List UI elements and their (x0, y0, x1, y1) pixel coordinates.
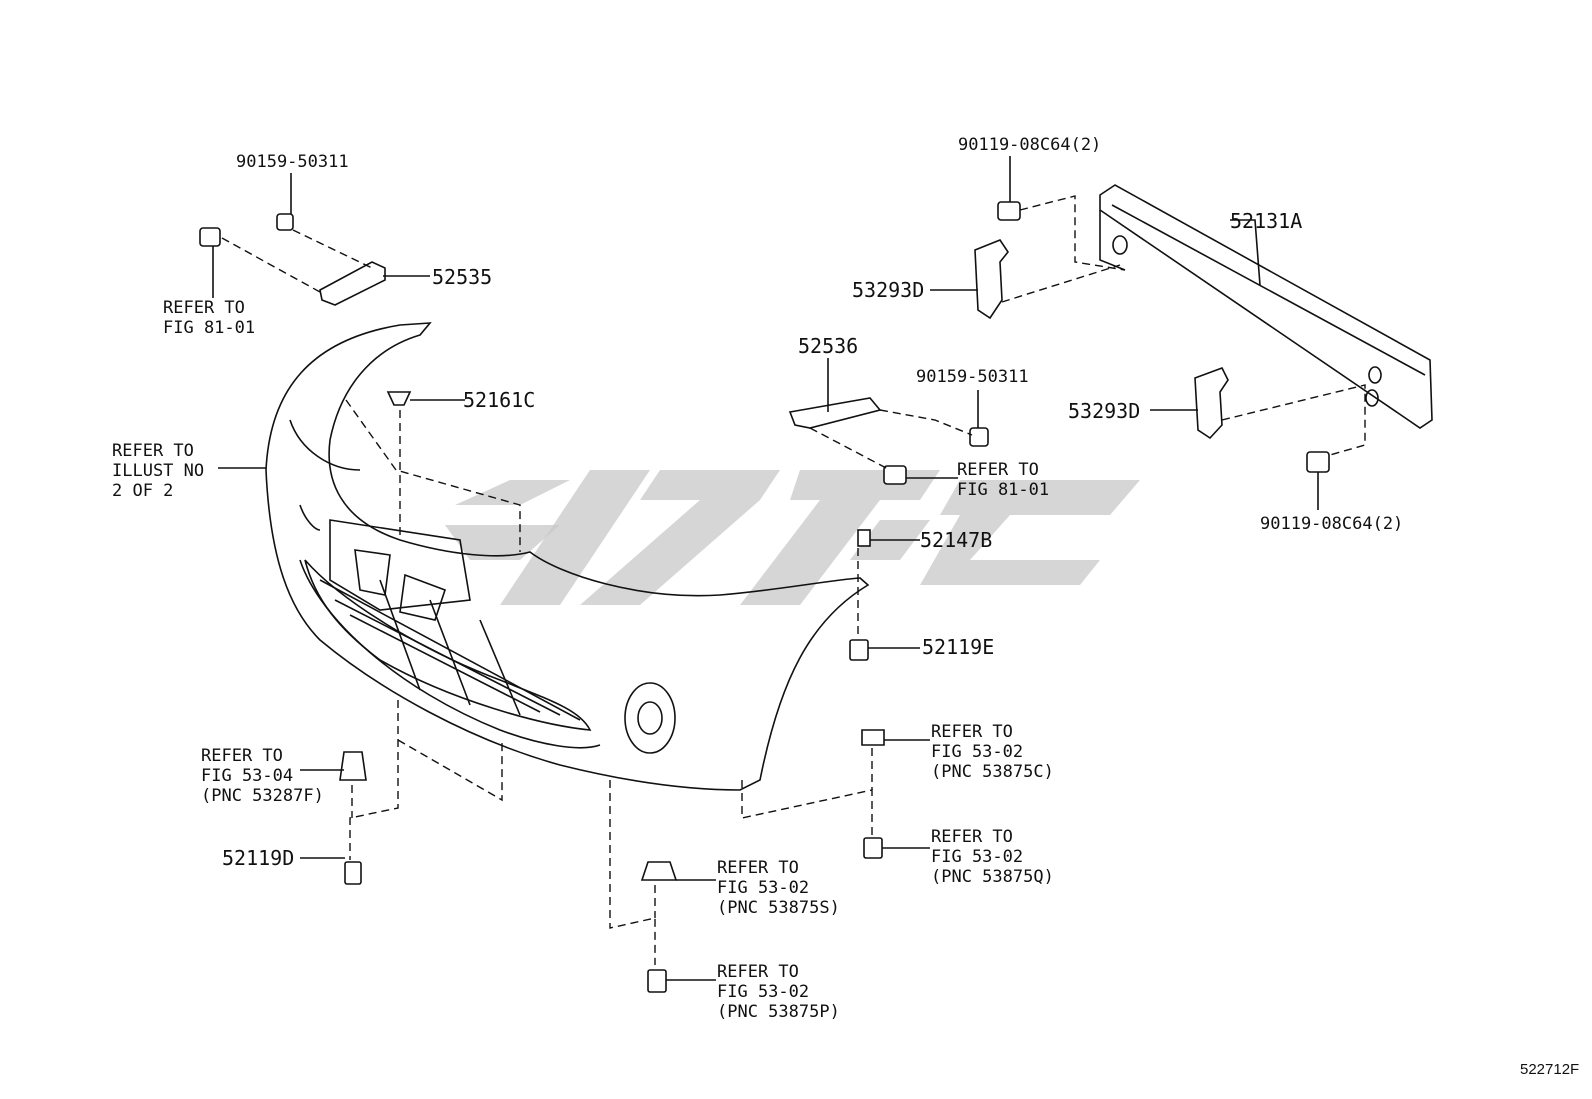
label-52119D: 52119D (222, 846, 295, 870)
label-52161C: 52161C (463, 388, 536, 412)
label-refer-fig-53-02-q: REFER TO FIG 53-02 (PNC 53875Q) (931, 827, 1054, 887)
label-53293D-top: 53293D (852, 278, 925, 302)
label-90159-50311-top: 90159-50311 (236, 152, 349, 172)
label-90119-08C64-bot: 90119-08C64(2) (1260, 514, 1404, 534)
front-bumper-cover (265, 322, 870, 791)
label-52131A: 52131A (1230, 209, 1303, 233)
figure-code: 522712F (1520, 1061, 1580, 1078)
label-52536: 52536 (798, 334, 859, 358)
label-refer-illust: REFER TO ILLUST NO 2 OF 2 (112, 441, 205, 501)
label-refer-fig-53-02-s: REFER TO FIG 53-02 (PNC 53875S) (717, 858, 840, 918)
label-refer-fig-81-01-right: REFER TO FIG 81-01 (957, 460, 1050, 500)
label-52535: 52535 (432, 265, 493, 289)
label-53293D-mid: 53293D (1068, 399, 1141, 423)
label-90159-50311-mid: 90159-50311 (916, 367, 1029, 387)
label-52119E: 52119E (922, 635, 995, 659)
label-refer-fig-53-04: REFER TO FIG 53-04 (PNC 53287F) (201, 746, 324, 806)
leader-lines (212, 156, 1366, 981)
label-refer-fig-81-01-left: REFER TO FIG 81-01 (163, 298, 256, 338)
label-refer-fig-53-02-p: REFER TO FIG 53-02 (PNC 53875P) (717, 962, 840, 1022)
label-90119-08C64-top: 90119-08C64(2) (958, 135, 1102, 155)
label-refer-fig-53-02-c: REFER TO FIG 53-02 (PNC 53875C) (931, 722, 1054, 782)
watermark-logo (445, 470, 1140, 605)
bracket-53293D (974, 239, 1229, 440)
label-52147B: 52147B (920, 528, 993, 552)
retainer-bracket (319, 261, 882, 429)
